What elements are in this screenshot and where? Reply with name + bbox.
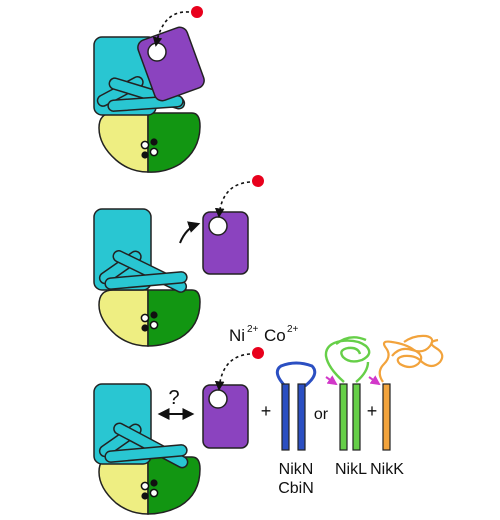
panel-3-alternative-partners: ? Ni 2+ Co 2+ + NikN CbiN or — [93, 324, 444, 515]
nbd-right — [147, 112, 201, 173]
coupling-helix — [104, 444, 188, 463]
atp-dot — [140, 313, 150, 323]
ni-label: Ni — [229, 326, 245, 345]
plus-sign: + — [261, 401, 272, 421]
atp-dot — [150, 138, 158, 146]
nbd-left — [98, 112, 149, 173]
or-label: or — [314, 406, 329, 423]
binding-pocket — [208, 216, 228, 236]
nikl-protein — [324, 336, 371, 451]
atp-dot — [141, 492, 149, 500]
metal-ion — [252, 175, 264, 187]
nikn-protein — [275, 361, 317, 451]
panel-2-s-component-released — [93, 175, 264, 347]
binding-pocket — [147, 42, 167, 62]
atp-dot — [140, 481, 150, 491]
nbd-right — [147, 289, 201, 347]
co-charge: 2+ — [287, 324, 299, 335]
binding-arrow — [214, 353, 251, 391]
question-mark: ? — [168, 387, 179, 409]
atp-dot — [149, 147, 159, 157]
binding-pocket — [208, 389, 228, 409]
nikk-label: NikK — [370, 461, 404, 478]
release-arrow — [179, 221, 201, 244]
atp-dot — [140, 140, 150, 150]
cbin-label: CbiN — [278, 480, 314, 497]
binding-arrow — [214, 181, 251, 218]
nbd-right — [147, 456, 201, 515]
atp-dot — [141, 324, 149, 332]
nbd-left — [98, 456, 149, 515]
nbd-left — [98, 289, 149, 347]
ni-charge: 2+ — [247, 324, 259, 335]
nikk-protein — [368, 334, 444, 451]
atp-dot — [150, 311, 158, 319]
panel-1-complex-bound — [93, 6, 205, 173]
metal-ion — [191, 6, 203, 18]
nikn-label: NikN — [279, 461, 314, 478]
metal-ion — [252, 347, 264, 359]
atp-dot — [150, 479, 158, 487]
coupling-helix — [104, 271, 188, 290]
co-label: Co — [264, 326, 286, 345]
plus-sign: + — [367, 401, 378, 421]
atp-dot — [149, 320, 159, 330]
nikl-label: NikL — [335, 461, 367, 478]
atp-dot — [149, 488, 159, 498]
atp-dot — [141, 151, 149, 159]
